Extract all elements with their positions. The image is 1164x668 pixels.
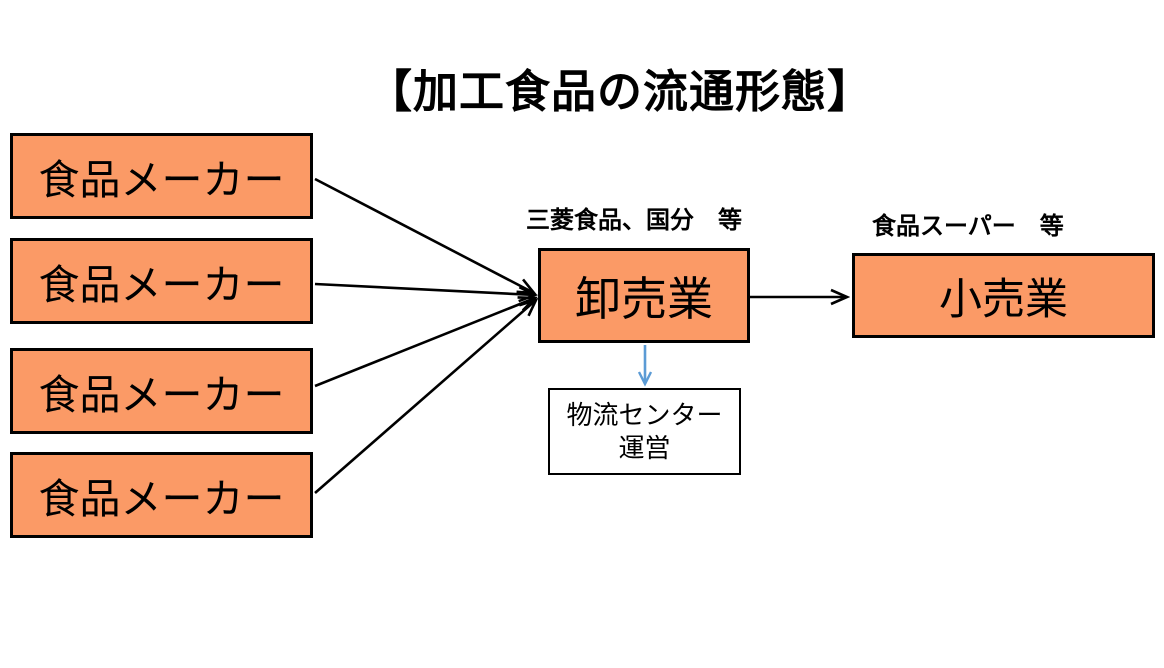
retail-annotation: 食品スーパー 等: [872, 213, 1064, 240]
arrow-maker-3-to-wholesale: [314, 298, 535, 388]
node-food-maker-1-label: 食品メーカー: [38, 157, 285, 203]
arrow-maker-4-to-wholesale: [314, 300, 536, 494]
node-logistics-line-1: 物流センター: [566, 400, 723, 430]
node-food-maker-4-label: 食品メーカー: [38, 476, 285, 522]
node-logistics-line-2: 運営: [618, 432, 671, 463]
node-food-maker-4: 食品メーカー: [10, 452, 313, 538]
node-food-maker-1: 食品メーカー: [10, 133, 313, 219]
arrow-maker-2-to-wholesale: [314, 282, 535, 295]
diagram-title: 【加工食品の流通形態】: [366, 66, 873, 117]
node-wholesale-label: 卸売業: [575, 272, 713, 325]
node-logistics-center: 物流センター 運営: [548, 388, 741, 475]
node-food-maker-2: 食品メーカー: [10, 238, 313, 324]
node-food-maker-3-label: 食品メーカー: [38, 372, 285, 418]
node-food-maker-3: 食品メーカー: [10, 348, 313, 434]
node-retail-label: 小売業: [939, 275, 1068, 324]
node-food-maker-2-label: 食品メーカー: [38, 262, 285, 308]
node-wholesale: 卸売業: [538, 248, 750, 343]
arrow-maker-1-to-wholesale: [314, 177, 534, 293]
wholesale-annotation: 三菱食品、国分 等: [526, 207, 742, 234]
node-retail: 小売業: [852, 253, 1155, 338]
